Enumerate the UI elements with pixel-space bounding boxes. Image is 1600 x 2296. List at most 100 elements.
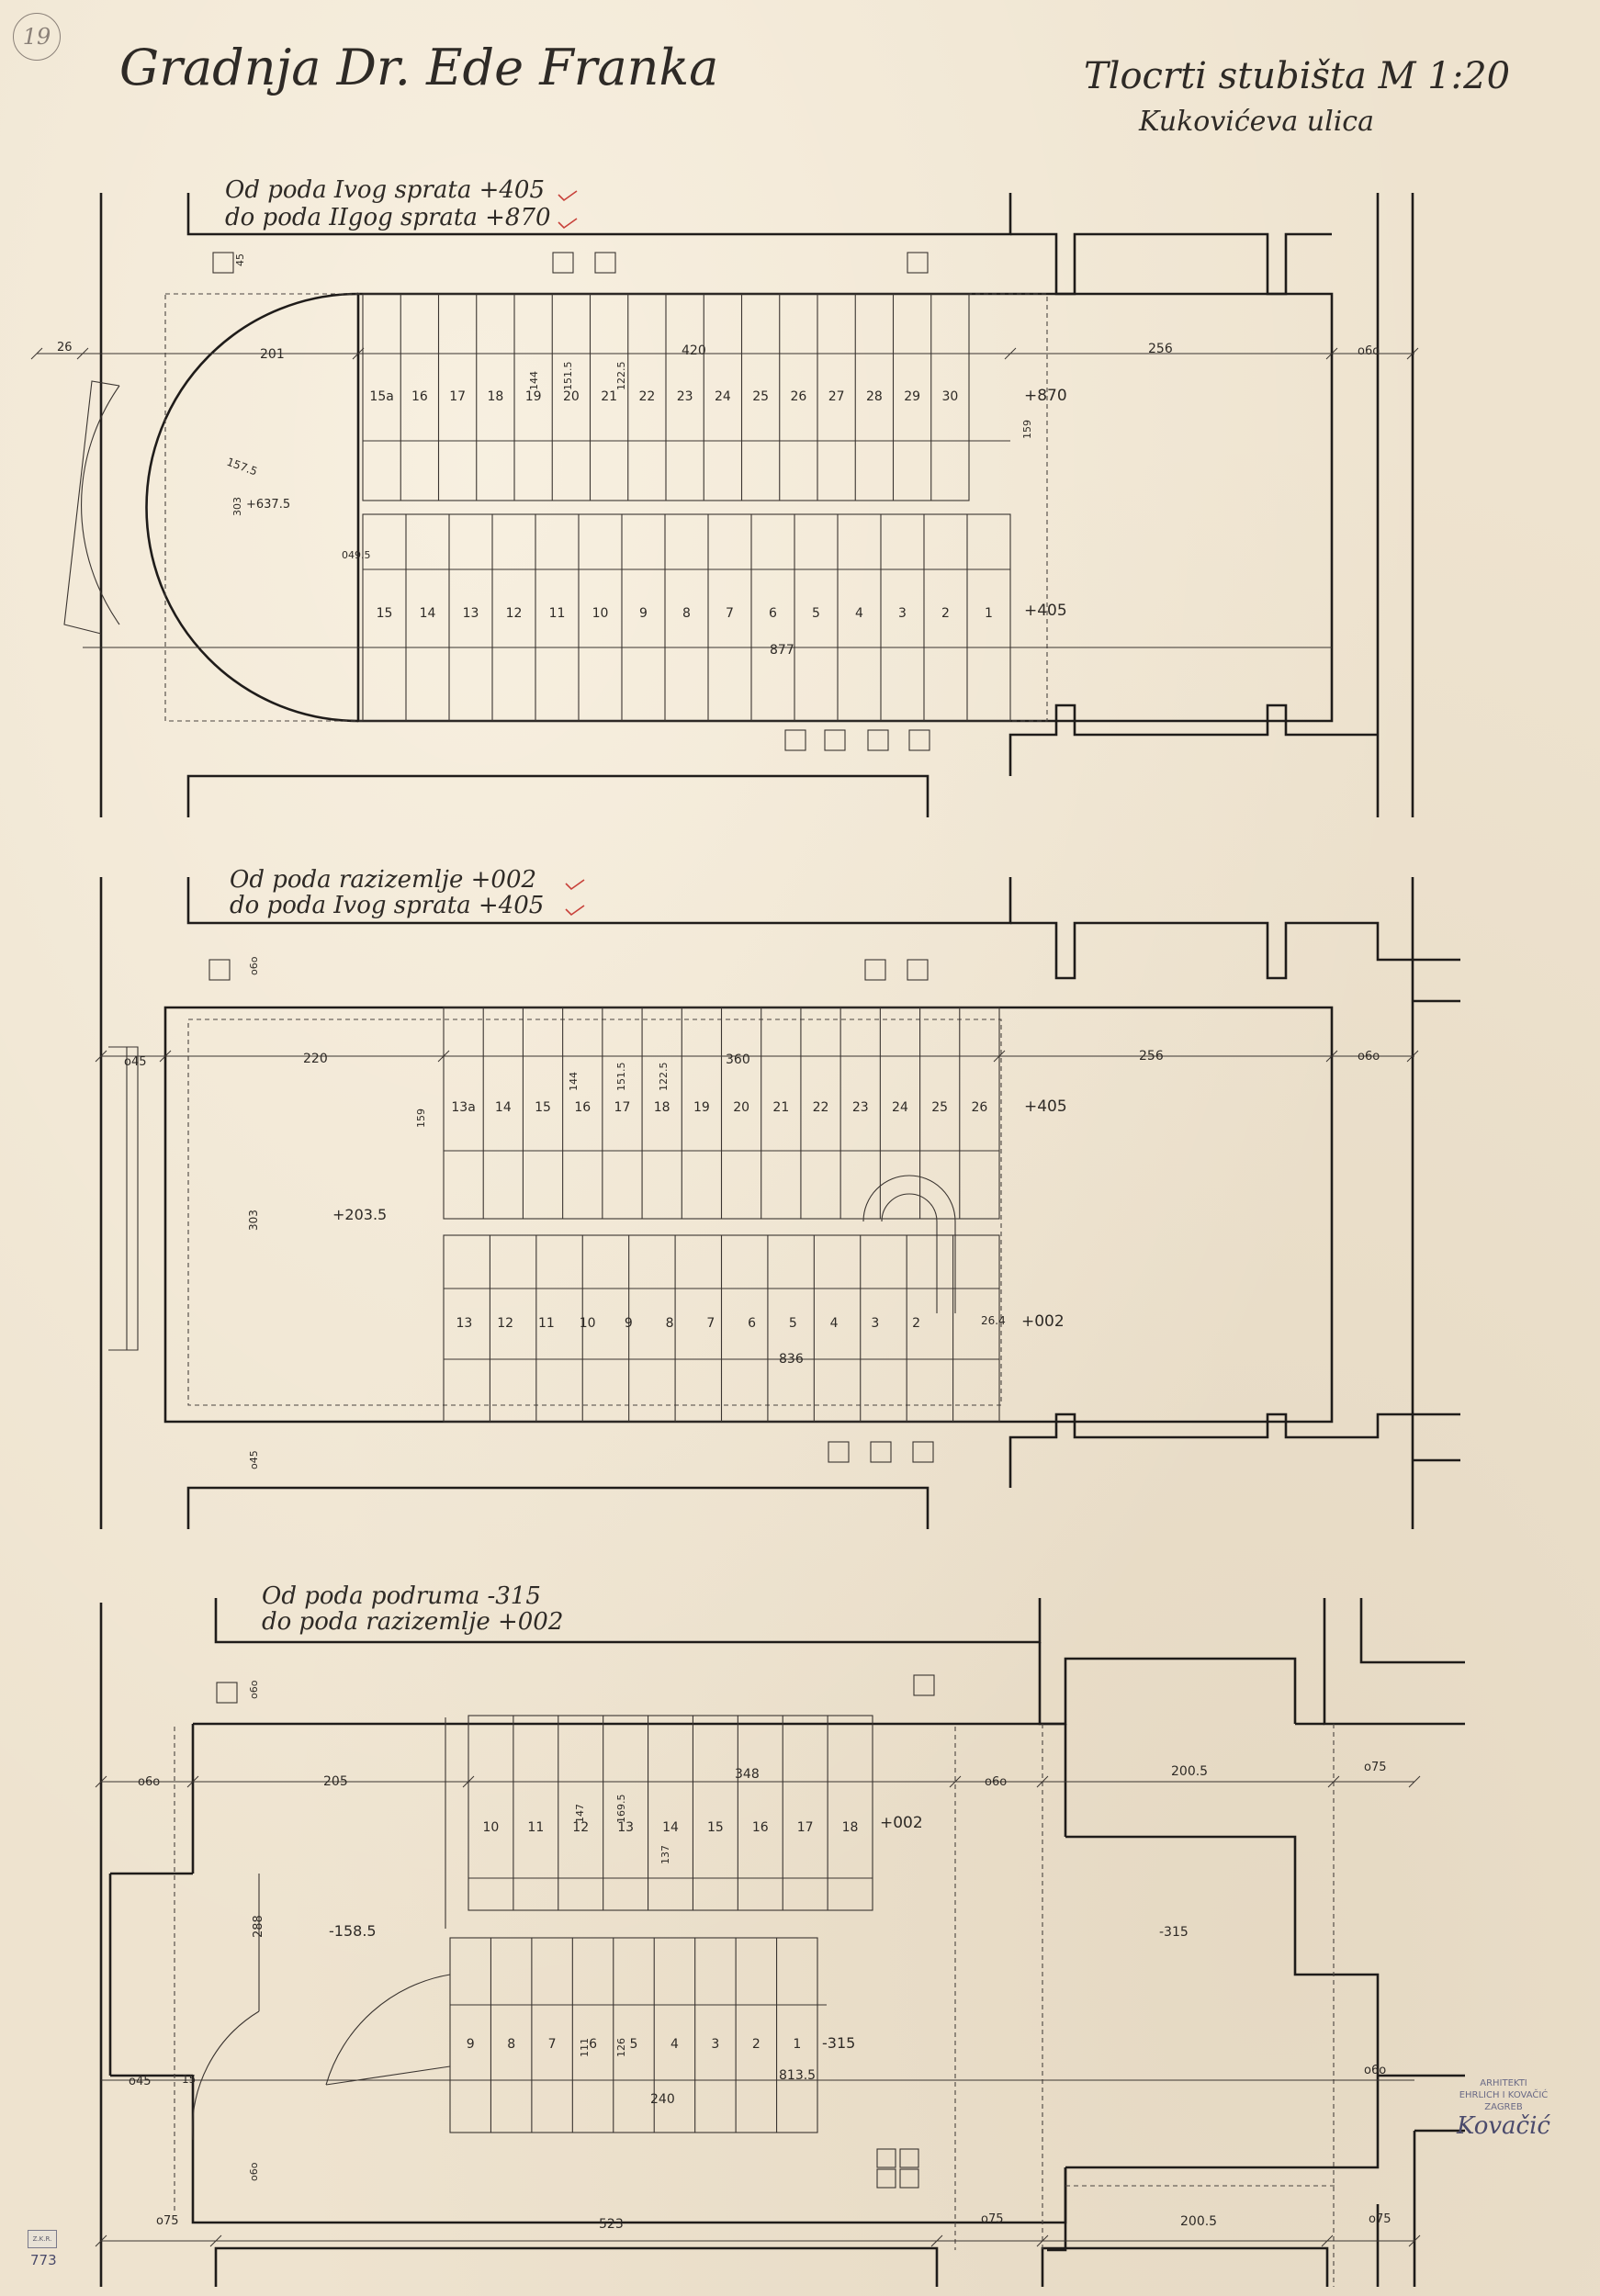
dim-small5: 151.5 bbox=[615, 1063, 627, 1092]
plan-1: Od poda Ivog sprata +405 do poda IIgog s… bbox=[37, 176, 1414, 817]
top-right-wall bbox=[1038, 1642, 1297, 1726]
dim-lower-run: 240 bbox=[650, 2092, 675, 2107]
dim-bottom-left: o75 bbox=[156, 2214, 179, 2228]
dim-tick bbox=[76, 347, 89, 360]
bottom-wall bbox=[186, 774, 930, 817]
dim-tick bbox=[95, 1050, 107, 1063]
step-number: 22 bbox=[813, 1100, 829, 1115]
door-frame bbox=[108, 1872, 193, 2077]
newel-curve bbox=[862, 1175, 956, 1313]
dim-corner: 26.4 bbox=[981, 1314, 1006, 1327]
step-number: 13 bbox=[617, 1820, 634, 1835]
step-number: 6 bbox=[748, 1316, 756, 1331]
step-number: 3 bbox=[711, 2037, 719, 2052]
bottom-right-wall bbox=[1008, 703, 1378, 776]
dim-radius: 157.5 bbox=[225, 456, 259, 478]
dim-landing: 201 bbox=[260, 347, 285, 362]
step-number: 5 bbox=[789, 1316, 797, 1331]
step-number: 13 bbox=[456, 1316, 472, 1331]
step-number: 10 bbox=[592, 606, 609, 621]
signature: Kovačić bbox=[1456, 2112, 1550, 2140]
dim-small8: 15 bbox=[182, 2073, 196, 2086]
curved-window bbox=[63, 380, 120, 635]
dim-tick bbox=[949, 1775, 962, 1788]
dim-small9: o6o bbox=[248, 2162, 260, 2181]
dim-tick bbox=[1325, 1050, 1338, 1063]
dim-tick bbox=[1408, 1775, 1421, 1788]
step-number: 10 bbox=[483, 1820, 500, 1835]
dim-small7: o45 bbox=[129, 2075, 152, 2088]
step-number: 22 bbox=[638, 389, 655, 404]
step-number: 2 bbox=[752, 2037, 761, 2052]
dim-tick bbox=[30, 347, 43, 360]
check-mark bbox=[558, 190, 578, 230]
dim-run: 420 bbox=[682, 343, 706, 358]
step-number: 7 bbox=[706, 1316, 715, 1331]
bottom-wall bbox=[186, 1486, 930, 1529]
step-number: 11 bbox=[549, 606, 566, 621]
dim-tick bbox=[1321, 2234, 1334, 2247]
dim-small1: 45 bbox=[234, 253, 246, 266]
entrance-opening bbox=[108, 1046, 139, 1351]
street-name: Kukovićeva ulica bbox=[1138, 106, 1374, 138]
dim-run: 348 bbox=[735, 1767, 760, 1782]
step-number: 8 bbox=[507, 2037, 515, 2052]
level-upper: +870 bbox=[1024, 387, 1067, 405]
stamp-line2: EHRLICH I KOVAČIĆ bbox=[1459, 2090, 1549, 2100]
lower-run-treads bbox=[490, 1938, 778, 2133]
top-wall bbox=[186, 877, 1012, 925]
dashed-outline bbox=[164, 293, 1048, 722]
level-mid: +637.5 bbox=[246, 498, 290, 512]
step-number: 17 bbox=[449, 389, 466, 404]
architect-stamp: ARHITEKTI EHRLICH I KOVAČIĆ ZAGREB Kovač… bbox=[1422, 2077, 1585, 2139]
dim-tick bbox=[95, 1775, 107, 1788]
level-lower: -315 bbox=[822, 2034, 855, 2052]
bottom-right-wall bbox=[1008, 1412, 1460, 1488]
upper-run-treads bbox=[482, 1007, 961, 1219]
lower-run-treads bbox=[489, 1235, 954, 1422]
step-number: 4 bbox=[830, 1316, 839, 1331]
sheet-number: 19 bbox=[13, 13, 61, 61]
step-number: 12 bbox=[572, 1820, 589, 1835]
dim-small3: 169.5 bbox=[615, 1795, 627, 1824]
upper-run bbox=[468, 1715, 873, 1911]
step-number: 14 bbox=[420, 606, 436, 621]
dim-total: 877 bbox=[770, 643, 794, 658]
step-number: 18 bbox=[842, 1820, 859, 1835]
step-number: 15 bbox=[535, 1100, 551, 1115]
top-right-wall bbox=[1010, 921, 1460, 1003]
step-number: 12 bbox=[506, 606, 523, 621]
dim-small5: 111 bbox=[579, 2038, 591, 2057]
dim-bottom-right: 200.5 bbox=[1180, 2214, 1217, 2229]
outer-wall bbox=[99, 193, 1414, 817]
level-lower: +405 bbox=[1024, 602, 1067, 620]
step-number: 18 bbox=[487, 389, 503, 404]
step-number: 8 bbox=[666, 1316, 674, 1331]
step-number: 24 bbox=[715, 389, 731, 404]
step-number: 15 bbox=[377, 606, 393, 621]
step-number: 1 bbox=[985, 606, 993, 621]
lower-run-treads bbox=[405, 514, 968, 721]
lower-run bbox=[362, 513, 1011, 722]
stair-hall bbox=[356, 292, 1334, 723]
plan-2-label-line2: do poda Ivog sprata +405 bbox=[230, 892, 544, 919]
dim-left: o6o bbox=[138, 1775, 160, 1789]
step-number: 19 bbox=[525, 389, 542, 404]
step-number: 15 bbox=[707, 1820, 724, 1835]
dim-tick bbox=[1408, 2234, 1421, 2247]
step-number: 9 bbox=[467, 2037, 475, 2052]
dim-tick bbox=[993, 1050, 1006, 1063]
drawing-title: Gradnja Dr. Ede Franka bbox=[119, 39, 718, 96]
step-number: 18 bbox=[654, 1100, 670, 1115]
step-number: 24 bbox=[892, 1100, 908, 1115]
step-number: 30 bbox=[941, 389, 958, 404]
step-number: 9 bbox=[639, 606, 648, 621]
step-number: 14 bbox=[662, 1820, 679, 1835]
dim-run: 360 bbox=[726, 1052, 750, 1067]
semicircular-landing bbox=[145, 292, 359, 723]
dim-small5: 159 bbox=[1021, 420, 1033, 439]
step-number: 25 bbox=[752, 389, 769, 404]
